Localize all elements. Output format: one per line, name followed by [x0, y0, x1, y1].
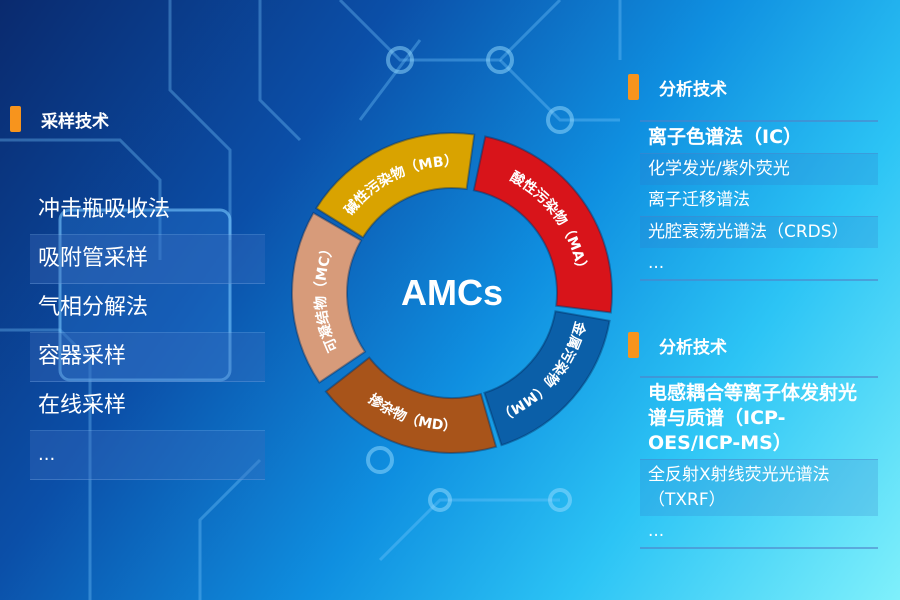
segment-mb: [314, 132, 476, 239]
analysis-item: 化学发光/紫外荧光: [640, 153, 878, 185]
sampling-item: 冲击瓶吸收法: [30, 186, 265, 235]
center-label: AMCs: [401, 272, 503, 313]
analysis-item: 光腔衰荡光谱法（CRDS）: [640, 216, 878, 248]
sampling-item: 气相分解法: [30, 284, 265, 333]
section-marker: [628, 74, 639, 100]
sampling-title: 采样技术: [41, 111, 109, 132]
analysis-item: 离子色谱法（IC）: [648, 126, 803, 148]
analysis2-title: 分析技术: [659, 337, 727, 358]
analysis-panel-1: 分析技术 离子色谱法（IC） 化学发光/紫外荧光 离子迁移谱法 光腔衰荡光谱法（…: [628, 72, 878, 281]
section-marker: [628, 332, 639, 358]
analysis-item: 电感耦合等离子体发射光谱与质谱（ICP-OES/ICP-MS）: [648, 382, 858, 454]
sampling-item: 在线采样: [30, 382, 265, 431]
analysis-panel-2: 分析技术 电感耦合等离子体发射光谱与质谱（ICP-OES/ICP-MS） 全反射…: [628, 330, 878, 549]
sampling-item: ...: [30, 431, 265, 480]
segment-mm: [483, 310, 611, 447]
analysis-item: ...: [648, 521, 665, 541]
analysis-item: ...: [648, 253, 665, 273]
section-marker: [10, 106, 21, 132]
sampling-item: 吸附管采样: [30, 235, 265, 284]
analysis-item: 全反射X射线荧光光谱法（TXRF）: [640, 459, 878, 516]
analysis1-title: 分析技术: [659, 79, 727, 100]
sampling-item: 容器采样: [30, 333, 265, 382]
segment-mc: [291, 211, 367, 384]
segment-md: [324, 356, 498, 454]
segment-ma: [472, 135, 613, 314]
sampling-panel: 采样技术 冲击瓶吸收法 吸附管采样 气相分解法 容器采样 在线采样 ...: [10, 104, 265, 480]
analysis-item: 离子迁移谱法: [648, 190, 750, 210]
